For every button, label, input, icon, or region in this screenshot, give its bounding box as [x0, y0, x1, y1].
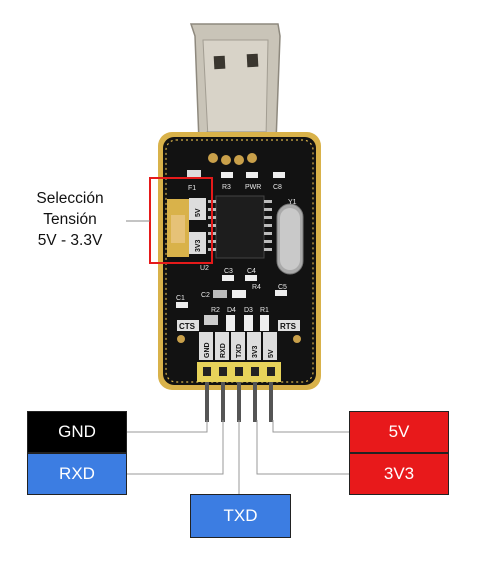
silk-r4: R4 — [252, 284, 261, 291]
usb-connector — [189, 23, 281, 151]
silk-c8: C8 — [273, 184, 282, 191]
silk-pwr: PWR — [245, 184, 261, 191]
rxd-label: RXD — [59, 464, 95, 483]
silk-d3: D3 — [244, 307, 253, 314]
connection-wires — [127, 420, 349, 494]
silk-c4: C4 — [247, 268, 256, 275]
note-line-1: Selección — [36, 190, 104, 207]
silk-y1: Y1 — [288, 199, 297, 206]
silk-r2: R2 — [211, 307, 220, 314]
silk-txd: TXD — [236, 344, 243, 358]
silk-r1: R1 — [260, 307, 269, 314]
txd-label: TXD — [223, 506, 258, 525]
silk-f1: F1 — [188, 185, 196, 192]
silk-r3: R3 — [222, 184, 231, 191]
silk-u2: U2 — [200, 265, 209, 272]
gnd-label-box: GND — [27, 411, 127, 453]
silk-rts: RTS — [280, 322, 297, 331]
header-pins — [205, 382, 273, 422]
rxd-label-box: RXD — [27, 453, 127, 495]
gnd-label: GND — [58, 422, 96, 441]
3v3-label-box: 3V3 — [349, 453, 449, 495]
silk-c2: C2 — [201, 292, 210, 299]
silk-3v3: 3V3 — [252, 345, 259, 358]
silk-jumper-5v: 5V — [195, 208, 202, 217]
3v3-label: 3V3 — [383, 464, 415, 483]
silk-c5: C5 — [278, 284, 287, 291]
silk-5v: 5V — [268, 349, 275, 358]
silk-rxd: RXD — [220, 343, 227, 358]
jumper-selection-note: Selección Tensión 5V - 3.3V — [14, 188, 126, 251]
silk-c3: C3 — [224, 268, 233, 275]
txd-label-box: TXD — [190, 494, 291, 538]
silk-d4: D4 — [227, 307, 236, 314]
silk-jumper-3v3: 3V3 — [195, 239, 202, 252]
silk-gnd: GND — [204, 342, 211, 358]
pcb-board — [158, 132, 321, 390]
silk-c1: C1 — [176, 295, 185, 302]
note-line-2: Tensión — [43, 211, 97, 228]
5v-label-box: 5V — [349, 411, 449, 453]
note-line-3: 5V - 3.3V — [37, 232, 103, 249]
5v-label: 5V — [388, 422, 410, 441]
silk-cts: CTS — [179, 322, 196, 331]
